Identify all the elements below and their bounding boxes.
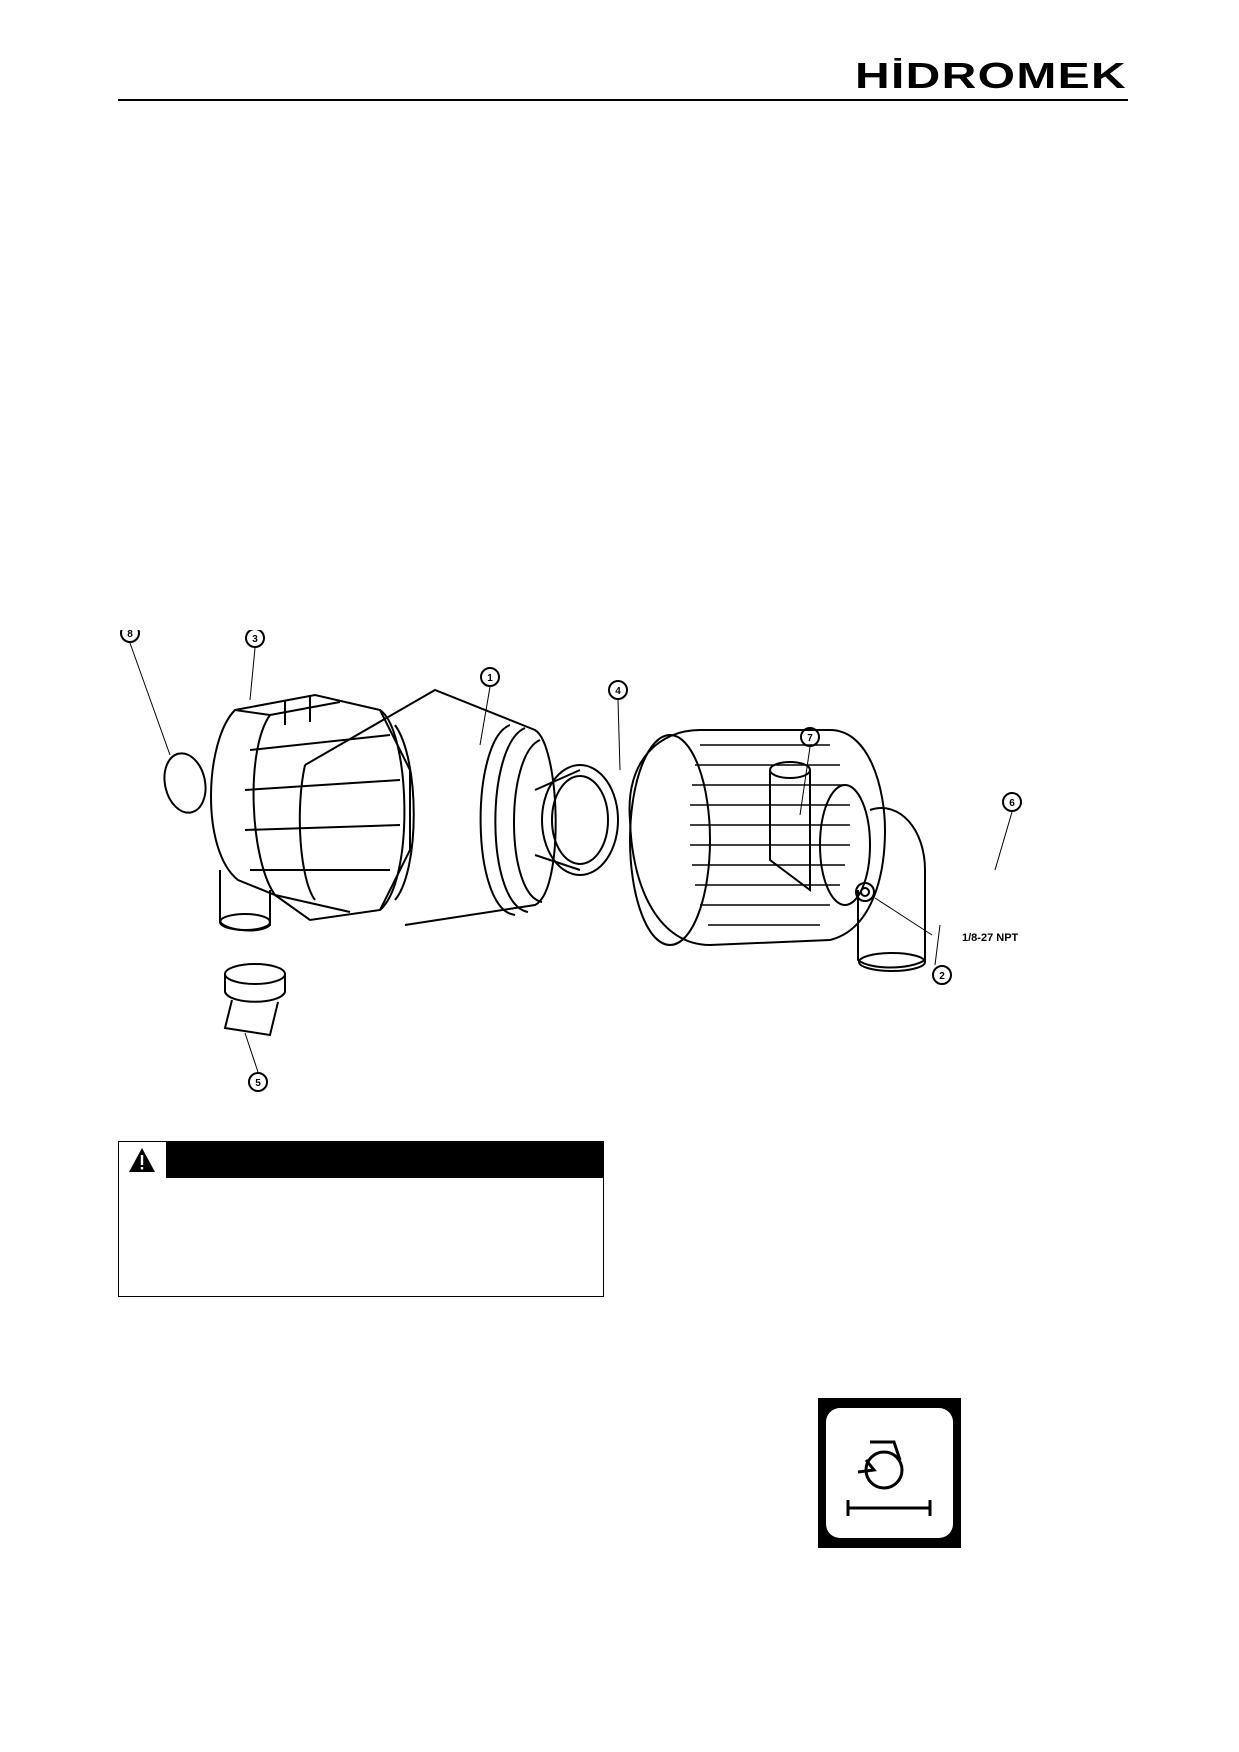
callout-3 — [245, 630, 265, 648]
callout-7 — [800, 727, 820, 747]
warning-header-bar — [119, 1142, 603, 1178]
callout-5-number: 5 — [255, 1078, 261, 1089]
part-7-housing — [628, 729, 887, 947]
part-6-elbow — [857, 807, 926, 972]
callout-2-number: 2 — [939, 971, 945, 982]
callout-8-number: 8 — [127, 630, 133, 640]
callout-7-number: 7 — [807, 733, 813, 744]
hidromek-logo: HİDROMEK — [855, 58, 1127, 92]
svg-text:HİDROMEK: HİDROMEK — [855, 58, 1127, 92]
part-1-primary-element — [298, 688, 619, 926]
part-2-fitting — [855, 882, 875, 902]
warning-text — [131, 1190, 591, 1286]
callout-6 — [1002, 792, 1022, 812]
air-filter-exploded-drawing: 8 3 1 4 7 6 5 2 1/8-27 NPT — [120, 630, 1022, 1092]
air-filter-restriction-icon — [818, 1398, 961, 1548]
part-8-seal — [163, 752, 207, 814]
warning-triangle-icon — [129, 1148, 155, 1172]
callout-5 — [248, 1072, 268, 1092]
part-3-cover — [210, 693, 415, 932]
fitting-label: 1/8-27 NPT — [962, 932, 1019, 944]
callout-1-number: 1 — [487, 673, 493, 684]
callout-1 — [480, 667, 500, 687]
callout-4-number: 4 — [615, 686, 621, 697]
callout-3-number: 3 — [252, 634, 258, 645]
callout-8 — [120, 630, 140, 643]
callout-4 — [608, 680, 628, 700]
part-5-vacuator-valve — [223, 963, 286, 1037]
header-rule — [118, 99, 1128, 101]
callout-2 — [932, 965, 952, 985]
callout-6-number: 6 — [1009, 798, 1015, 809]
warning-box — [118, 1141, 604, 1297]
